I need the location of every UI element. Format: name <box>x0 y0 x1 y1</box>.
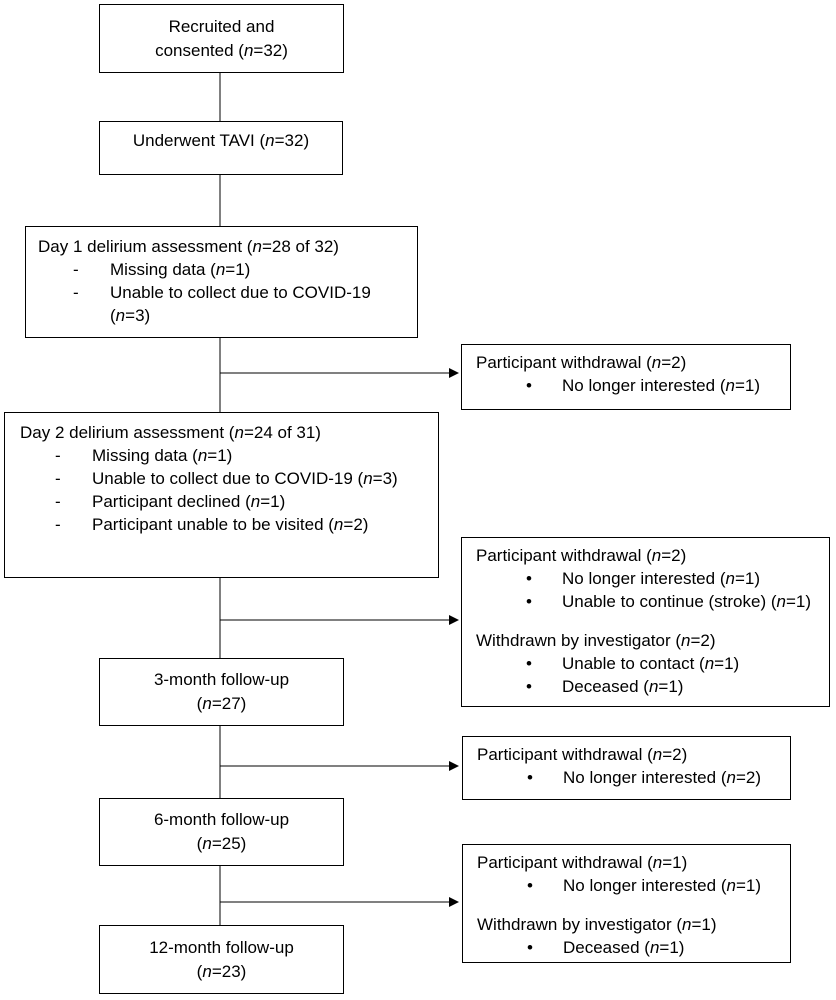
tavi-box: Underwent TAVI (n=32) <box>99 121 343 175</box>
day1-item: - Missing data (n=1) <box>73 260 251 279</box>
day2-item: - Unable to collect due to COVID-19 (n=3… <box>55 469 398 488</box>
fu6-count: (n=25) <box>196 834 247 853</box>
withdrawal-box-day1: Participant withdrawal (n=2) • No longer… <box>461 344 791 410</box>
withdrawal-title: Participant withdrawal (n=2) <box>476 353 687 372</box>
day2-box: Day 2 delirium assessment (n=24 of 31) -… <box>4 412 439 578</box>
fu3-title: 3-month follow-up <box>153 670 290 689</box>
recruited-line2: consented (n=32) <box>155 40 288 60</box>
day1-box: Day 1 delirium assessment (n=28 of 32) -… <box>25 226 418 338</box>
investigator-withdrawal-title: Withdrawn by investigator (n=2) <box>476 631 716 650</box>
withdrawal-box-3month: Participant withdrawal (n=2) • No longer… <box>462 736 791 800</box>
withdrawal-item: • No longer interested (n=2) <box>527 768 761 787</box>
fu3-count: (n=27) <box>196 694 247 713</box>
day1-item: - Unable to collect due to COVID-19 (n=3… <box>73 283 371 325</box>
withdrawal-item: • No longer interested (n=1) <box>526 569 760 588</box>
withdrawal-item: • Unable to contact (n=1) <box>526 654 740 673</box>
withdrawal-item: • Deceased (n=1) <box>527 938 685 957</box>
withdrawal-box-6month: Participant withdrawal (n=1) • No longer… <box>462 844 791 963</box>
withdrawal-box-day2: Participant withdrawal (n=2) • No longer… <box>461 537 830 707</box>
recruited-line1: Recruited and <box>168 16 275 36</box>
withdrawal-item: • Unable to continue (stroke) (n=1) <box>526 592 812 611</box>
withdrawal-item: • No longer interested (n=1) <box>526 376 760 395</box>
fu12-title: 12-month follow-up <box>149 937 294 957</box>
fu12-count: (n=23) <box>196 961 247 981</box>
fu6-box: 6-month follow-up (n=25) <box>99 798 344 866</box>
day2-item: - Missing data (n=1) <box>55 446 233 465</box>
tavi-label: Underwent TAVI (n=32) <box>132 131 310 150</box>
fu12-box: 12-month follow-up (n=23) <box>99 925 344 994</box>
day2-item: - Participant unable to be visited (n=2) <box>55 515 369 534</box>
fu6-title: 6-month follow-up <box>153 810 290 829</box>
fu3-box: 3-month follow-up (n=27) <box>99 658 344 726</box>
day2-title: Day 2 delirium assessment (n=24 of 31) <box>20 423 321 442</box>
withdrawal-title: Participant withdrawal (n=2) <box>477 745 688 764</box>
withdrawal-item: • No longer interested (n=1) <box>527 876 761 895</box>
day2-item: - Participant declined (n=1) <box>55 492 286 511</box>
withdrawal-title: Participant withdrawal (n=1) <box>477 853 688 872</box>
withdrawal-item: • Deceased (n=1) <box>526 677 684 696</box>
recruited-box: Recruited and consented (n=32) <box>99 4 344 73</box>
day1-title: Day 1 delirium assessment (n=28 of 32) <box>38 237 339 256</box>
investigator-withdrawal-title: Withdrawn by investigator (n=1) <box>477 915 717 934</box>
withdrawal-title: Participant withdrawal (n=2) <box>476 546 687 565</box>
